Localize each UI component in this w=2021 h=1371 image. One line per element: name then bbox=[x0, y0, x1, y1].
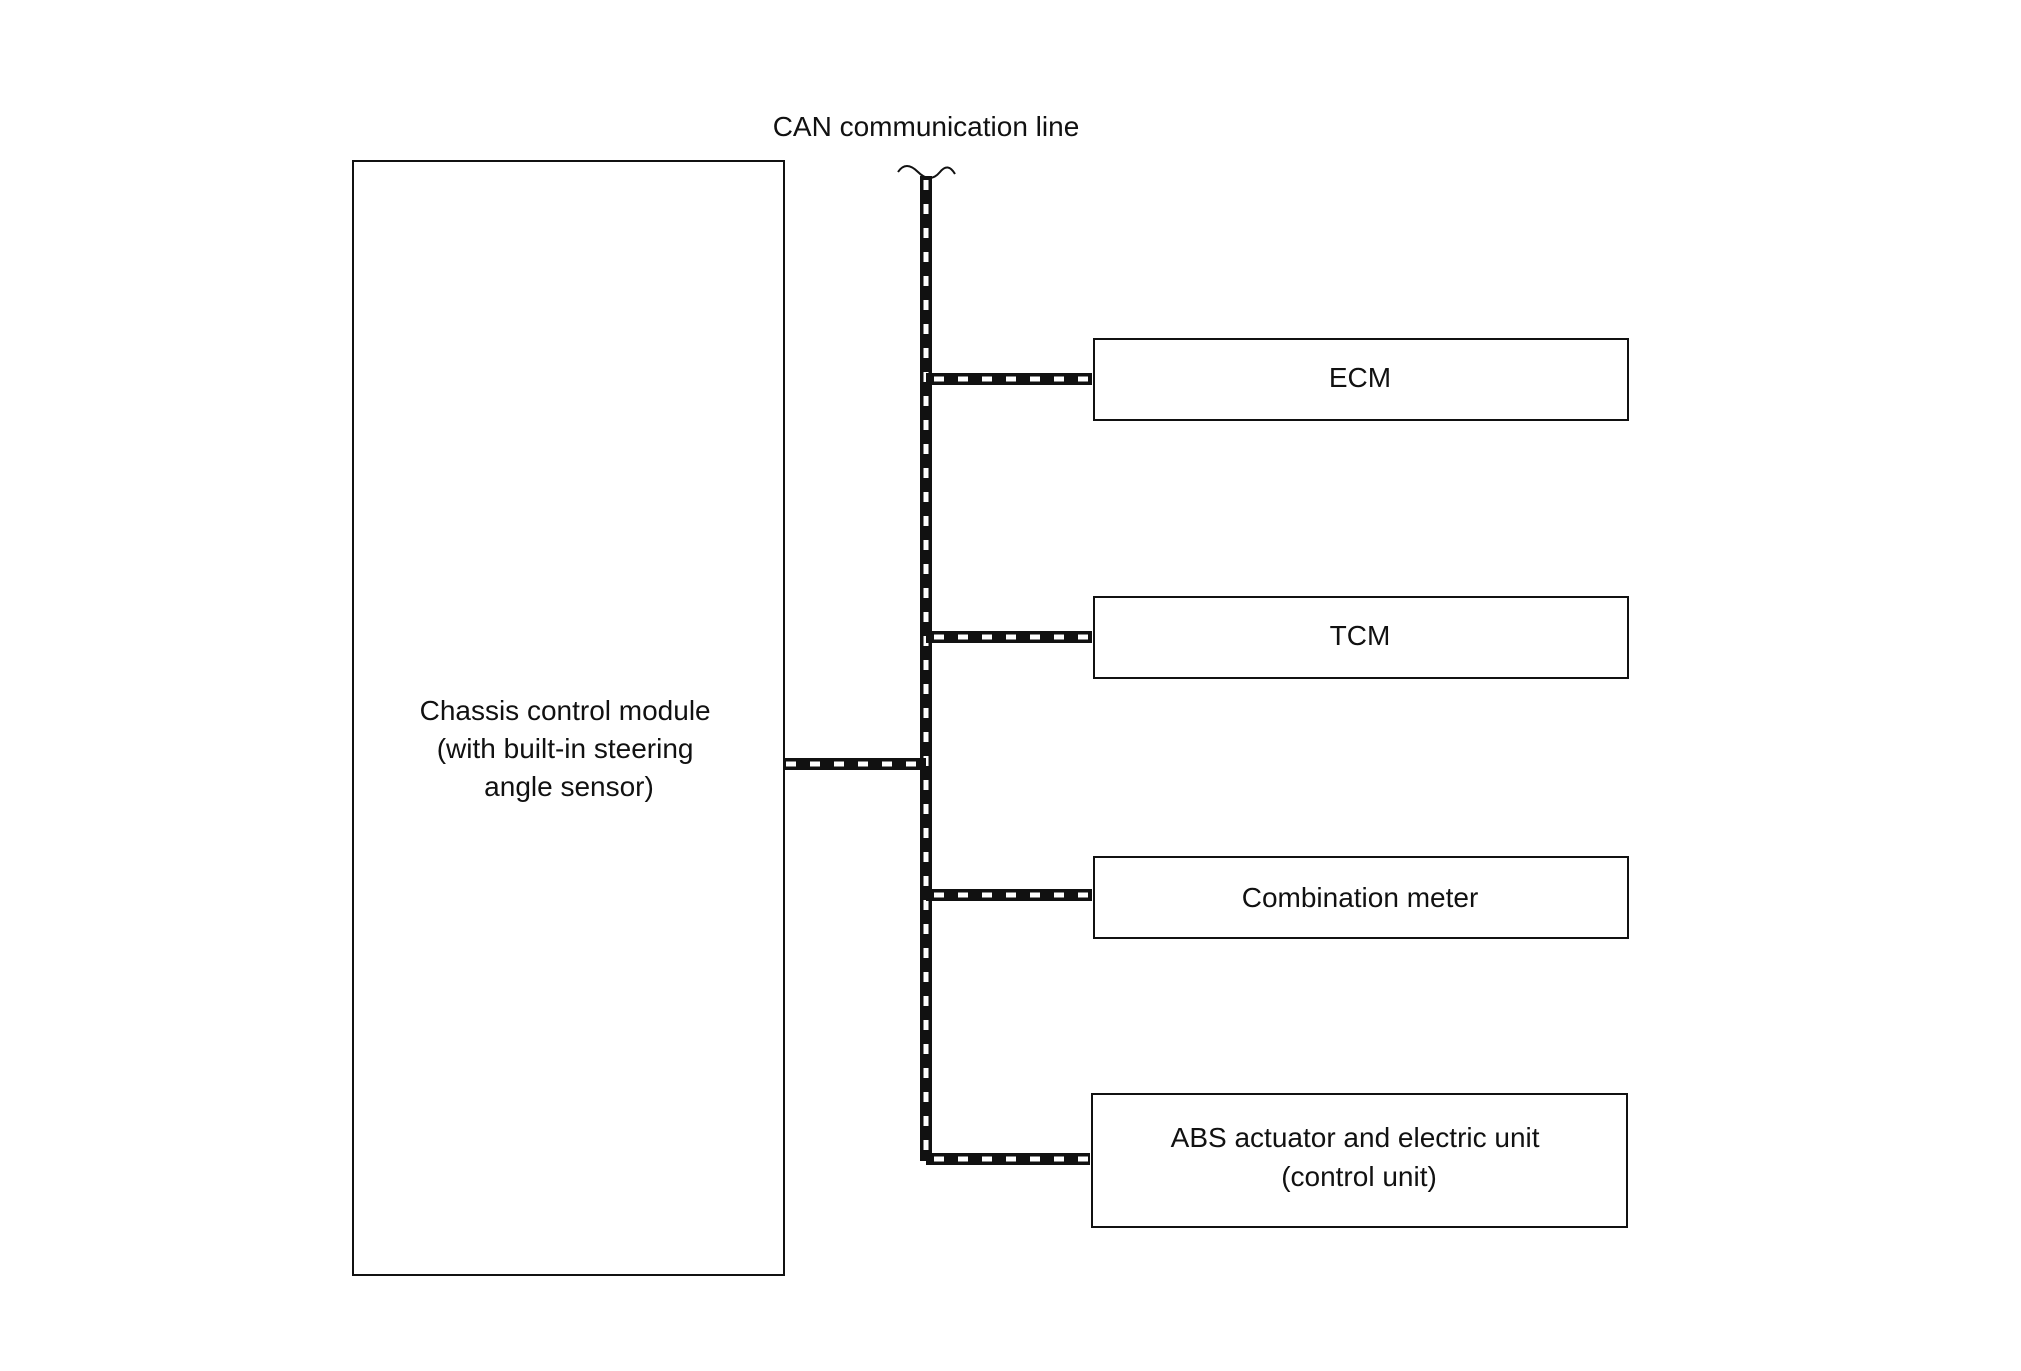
abs-label-line-2: (control unit) bbox=[1281, 1161, 1437, 1192]
chassis-label-line-2: (with built-in steering bbox=[437, 733, 694, 764]
combination-meter-label: Combination meter bbox=[1242, 882, 1479, 913]
chassis-label-line-3: angle sensor) bbox=[484, 771, 654, 802]
combination-meter-box: Combination meter bbox=[1093, 856, 1629, 939]
svg-text:Combination meter: Combination meter bbox=[1242, 882, 1479, 913]
svg-text:Chassis control module (: Chassis control module (with built-in st… bbox=[420, 695, 719, 802]
tcm-label: TCM bbox=[1330, 620, 1391, 651]
can-line-title: CAN communication line bbox=[773, 111, 1080, 142]
chassis-label-line-1: Chassis control module bbox=[420, 695, 711, 726]
abs-unit-box: ABS actuator and electric unit (control … bbox=[1091, 1093, 1628, 1228]
svg-text:TCM: TCM bbox=[1330, 620, 1391, 651]
tcm-box: TCM bbox=[1093, 596, 1629, 679]
ecm-label: ECM bbox=[1329, 362, 1391, 393]
chassis-control-module-box: Chassis control module (with built-in st… bbox=[352, 160, 785, 1276]
svg-text:ABS actuator and electric unit: ABS actuator and electric unit (control … bbox=[1171, 1122, 1548, 1192]
svg-text:ECM: ECM bbox=[1329, 362, 1391, 393]
ecm-box: ECM bbox=[1093, 338, 1629, 421]
abs-label-line-1: ABS actuator and electric unit bbox=[1171, 1122, 1540, 1153]
